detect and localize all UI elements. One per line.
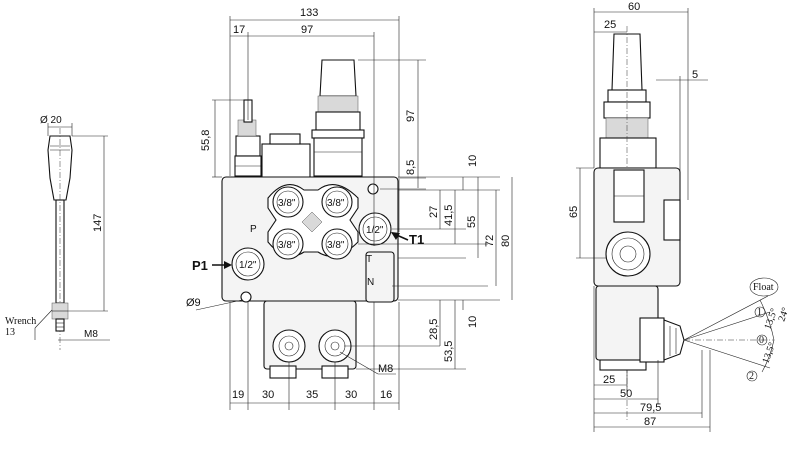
dim-side-79-5: 79,5 <box>640 402 661 414</box>
dim-41-5: 41,5 <box>443 205 455 226</box>
wrench-size: 13 <box>5 327 15 338</box>
dim-55: 55 <box>466 216 478 228</box>
port-t1 <box>358 212 392 246</box>
dim-side-5: 5 <box>692 69 698 81</box>
port-b2-label: 3/8" <box>327 240 345 251</box>
front-view: 3/8" 3/8" 3/8" 3/8" 1/2" 1/2" P T N P1 <box>186 7 513 410</box>
port-b1-label: 3/8" <box>327 198 345 209</box>
dim-bottom-35: 35 <box>306 389 318 401</box>
front-p1-callout: P1 <box>192 258 208 273</box>
handle-thread-label: M8 <box>84 329 98 340</box>
position-0: 0 <box>759 335 764 346</box>
dim-53-5: 53,5 <box>443 341 455 362</box>
dim-80: 80 <box>500 235 512 247</box>
dim-bottom-16: 16 <box>380 389 392 401</box>
handle-length-label: 147 <box>92 214 104 232</box>
dim-bottom-19: 19 <box>232 389 244 401</box>
front-outlet-left <box>272 329 306 363</box>
dim-side-87: 87 <box>644 416 656 428</box>
port-a1 <box>272 186 304 218</box>
dim-bottom-30-right: 30 <box>345 389 357 401</box>
float-marker <box>749 277 779 297</box>
position-1: 1 <box>757 307 762 318</box>
port-b1 <box>321 186 353 218</box>
dim-17: 17 <box>233 24 245 36</box>
side-lever-housing <box>639 317 665 363</box>
wrench-label: Wrench <box>5 316 36 327</box>
port-a1-label: 3/8" <box>278 198 296 209</box>
dim-133: 133 <box>300 7 318 19</box>
port-a2 <box>272 228 304 260</box>
dim-72: 72 <box>484 235 496 247</box>
dim-side-25: 25 <box>604 19 616 31</box>
side-view: Float 1 0 2 24° 13,5° 13,5° 60 25 5 65 2… <box>568 1 792 432</box>
port-b2 <box>321 228 353 260</box>
position-2: 2 <box>749 371 754 382</box>
handle-grip <box>47 135 73 201</box>
dim-10-top: 10 <box>467 155 479 167</box>
front-bolt-thread: M8 <box>378 363 393 375</box>
handle-diameter-label: Ø 20 <box>40 115 62 126</box>
dim-side-65: 65 <box>568 206 580 218</box>
port-group-ab: 3/8" 3/8" 3/8" 3/8" <box>267 184 359 260</box>
front-n-letter: N <box>367 277 374 288</box>
front-t-letter: T <box>366 254 372 265</box>
dim-side-25-bottom: 25 <box>603 374 615 386</box>
front-mount-hole <box>240 291 252 303</box>
side-port <box>605 231 651 277</box>
dim-27: 27 <box>428 206 440 218</box>
front-p-letter: P <box>250 224 257 235</box>
float-label: Float <box>753 282 774 293</box>
port-p1-size: 1/2" <box>239 260 257 271</box>
dim-side-50: 50 <box>620 388 632 400</box>
dim-55-8: 55,8 <box>200 130 212 151</box>
front-hole-diameter: Ø9 <box>186 297 201 309</box>
front-t1-callout: T1 <box>409 232 424 247</box>
port-a2-label: 3/8" <box>278 240 296 251</box>
dim-bottom-30-left: 30 <box>262 389 274 401</box>
dim-97-horizontal: 97 <box>301 24 313 36</box>
dim-side-60: 60 <box>628 1 640 13</box>
port-t1-size: 1/2" <box>366 225 384 236</box>
dim-97-vertical: 97 <box>405 110 417 122</box>
port-p1 <box>231 247 265 281</box>
angle-24: 24° <box>776 306 791 323</box>
front-spool-cap <box>319 59 357 97</box>
dim-8-5: 8,5 <box>405 160 417 175</box>
dim-28-5: 28,5 <box>428 319 440 340</box>
dim-10-bottom: 10 <box>467 316 479 328</box>
handle-view: Ø 20 147 Wrench 13 M8 <box>5 115 110 350</box>
